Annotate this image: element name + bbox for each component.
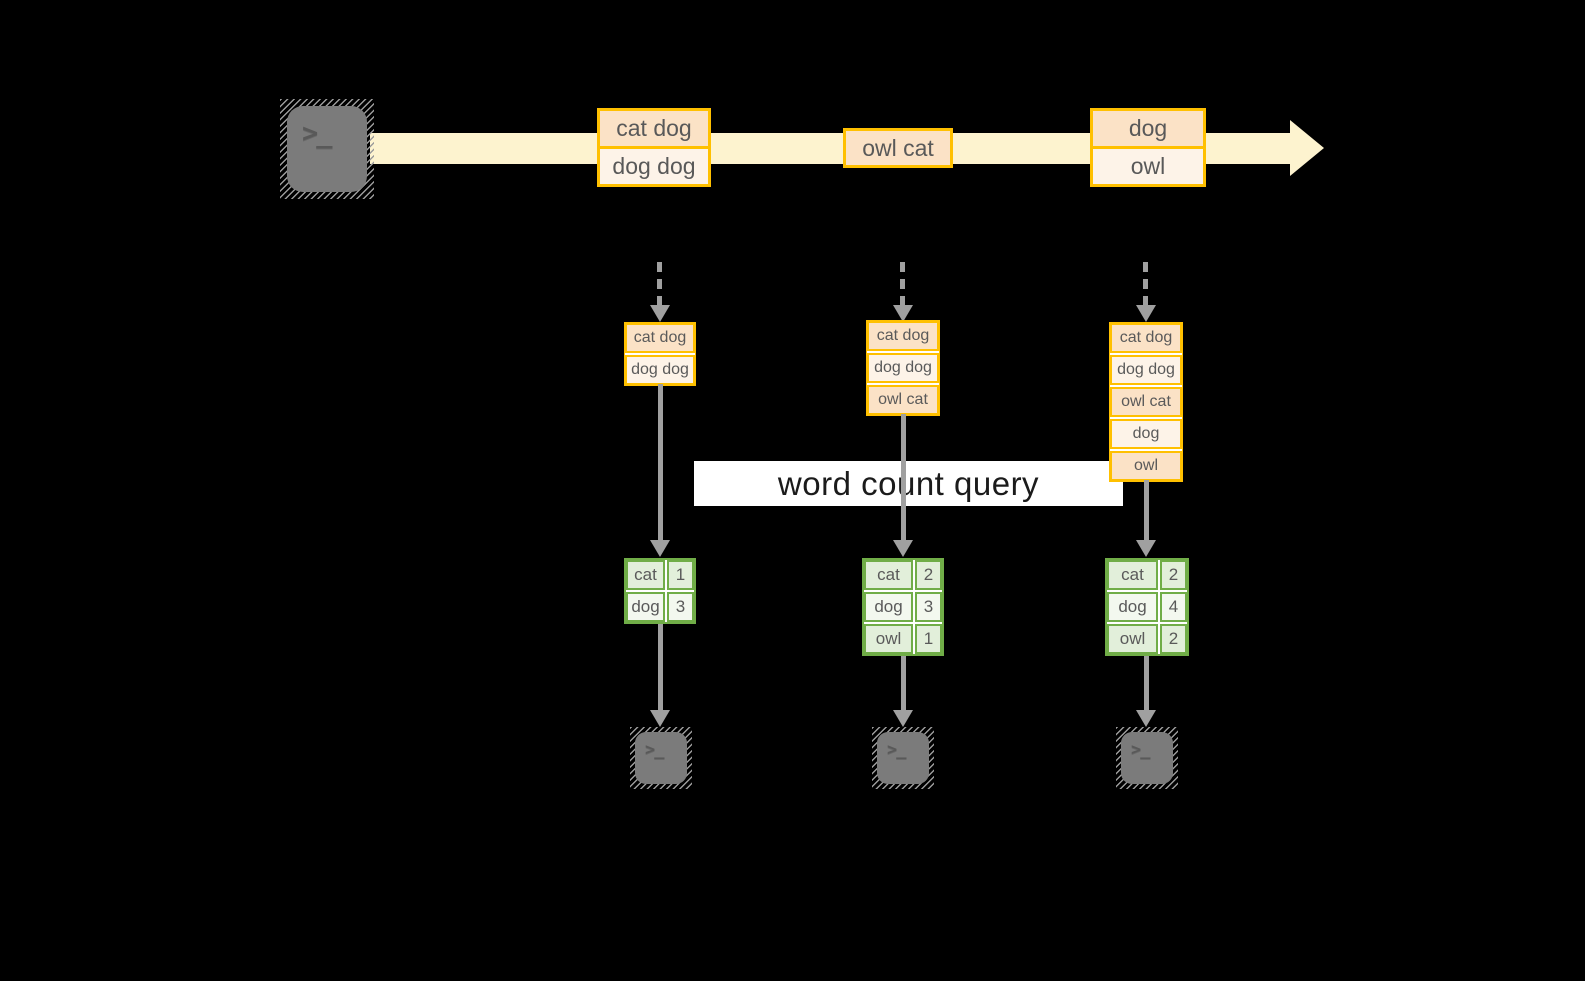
buffer-cell: cat dog (1110, 323, 1182, 353)
terminal-icon-body: >_ (635, 732, 687, 784)
output-arrow-2 (901, 656, 906, 710)
source-terminal-icon: >_ (280, 99, 374, 199)
terminal-prompt-glyph: >_ (645, 740, 665, 760)
ingest-arrowhead-icon-2 (893, 305, 913, 322)
output-arrow-3 (1144, 656, 1149, 710)
output-arrowhead-icon-2 (893, 710, 913, 727)
query-arrow-2 (901, 414, 906, 540)
terminal-prompt-glyph: >_ (887, 740, 907, 760)
word-cell: dog (1107, 592, 1158, 622)
query-banner-label: word count query (777, 464, 1040, 502)
ingest-arrowhead-icon-3 (1136, 305, 1156, 322)
state-buffer-2: cat dog dog dog owl cat (866, 320, 940, 416)
table-row: owl 1 (864, 624, 942, 654)
query-banner: word count query (694, 461, 1123, 506)
state-buffer-1: cat dog dog dog (624, 322, 696, 386)
count-cell: 3 (667, 592, 694, 622)
query-arrow-1 (658, 384, 663, 540)
count-cell: 4 (1160, 592, 1187, 622)
terminal-prompt-glyph: >_ (302, 118, 332, 149)
terminal-icon-body: >_ (877, 732, 929, 784)
count-cell: 1 (667, 560, 694, 590)
state-buffer-3: cat dog dog dog owl cat dog owl (1109, 322, 1183, 482)
output-arrow-1 (658, 624, 663, 710)
word-count-table-2: cat 2 dog 3 owl 1 (862, 558, 944, 656)
query-arrowhead-icon-2 (893, 540, 913, 557)
terminal-icon-body: >_ (287, 106, 367, 192)
table-row: cat 2 (1107, 560, 1187, 590)
count-cell: 2 (915, 560, 942, 590)
query-arrowhead-icon-1 (650, 540, 670, 557)
stream-event-line: dog (1093, 111, 1203, 146)
sink-terminal-icon-2: >_ (872, 727, 934, 789)
stream-event-box-2: owl cat (843, 128, 953, 168)
stream-event-box-1: cat dog dog dog (597, 108, 711, 187)
count-cell: 3 (915, 592, 942, 622)
count-cell: 1 (915, 624, 942, 654)
word-cell: cat (1107, 560, 1158, 590)
query-arrowhead-icon-3 (1136, 540, 1156, 557)
stream-event-box-3: dog owl (1090, 108, 1206, 187)
ingest-arrow-dashed-3 (1143, 262, 1148, 306)
buffer-cell: dog dog (867, 353, 939, 383)
buffer-cell: cat dog (867, 321, 939, 351)
table-row: owl 2 (1107, 624, 1187, 654)
word-count-table-1: cat 1 dog 3 (624, 558, 696, 624)
table-row: cat 1 (626, 560, 694, 590)
buffer-cell: dog dog (625, 355, 695, 385)
table-row: dog 4 (1107, 592, 1187, 622)
output-arrowhead-icon-1 (650, 710, 670, 727)
stream-event-line: cat dog (600, 111, 708, 146)
sink-terminal-icon-1: >_ (630, 727, 692, 789)
count-cell: 2 (1160, 560, 1187, 590)
word-cell: dog (626, 592, 665, 622)
table-row: cat 2 (864, 560, 942, 590)
stream-event-line: dog dog (600, 149, 708, 184)
buffer-cell: owl (1110, 451, 1182, 481)
buffer-cell: cat dog (625, 323, 695, 353)
ingest-arrowhead-icon-1 (650, 305, 670, 322)
buffer-cell: dog dog (1110, 355, 1182, 385)
buffer-cell: owl cat (1110, 387, 1182, 417)
word-cell: cat (864, 560, 913, 590)
word-count-table-3: cat 2 dog 4 owl 2 (1105, 558, 1189, 656)
stream-timeline-arrowhead-icon (1290, 120, 1324, 176)
stream-event-line: owl (1093, 149, 1203, 184)
word-cell: owl (1107, 624, 1158, 654)
terminal-icon-body: >_ (1121, 732, 1173, 784)
word-cell: owl (864, 624, 913, 654)
buffer-cell: owl cat (867, 385, 939, 415)
table-row: dog 3 (864, 592, 942, 622)
buffer-cell: dog (1110, 419, 1182, 449)
output-arrowhead-icon-3 (1136, 710, 1156, 727)
word-cell: dog (864, 592, 913, 622)
sink-terminal-icon-3: >_ (1116, 727, 1178, 789)
ingest-arrow-dashed-1 (657, 262, 662, 306)
ingest-arrow-dashed-2 (900, 262, 905, 306)
table-row: dog 3 (626, 592, 694, 622)
terminal-prompt-glyph: >_ (1131, 740, 1151, 760)
stream-event-line: owl cat (846, 131, 950, 165)
count-cell: 2 (1160, 624, 1187, 654)
word-cell: cat (626, 560, 665, 590)
query-arrow-3 (1144, 480, 1149, 540)
